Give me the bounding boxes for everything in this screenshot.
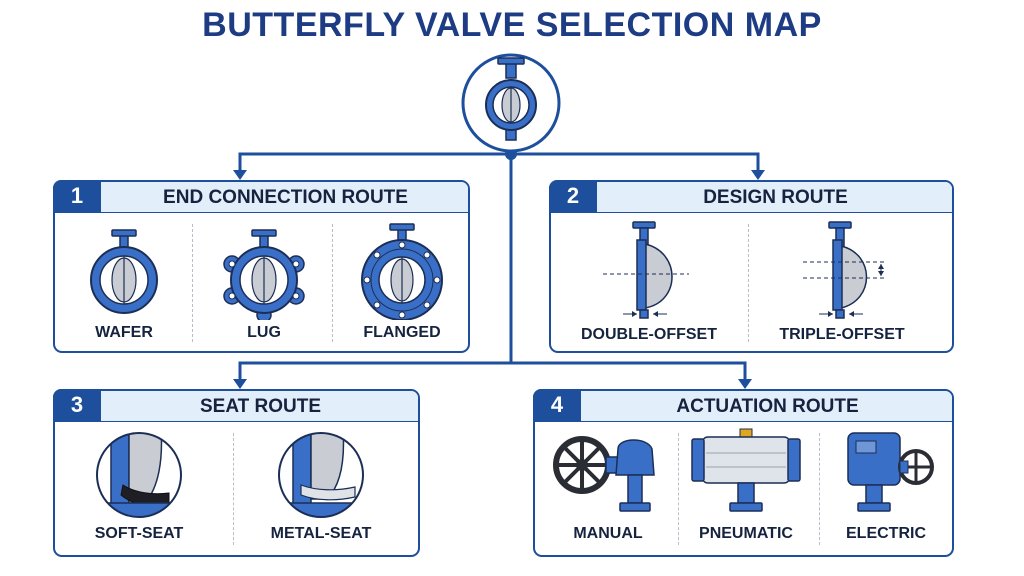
option-divider (192, 224, 193, 342)
option-label: TRIPLE-OFFSET (779, 326, 905, 343)
route-number: 2 (549, 180, 597, 212)
double-offset-disc-icon (603, 221, 689, 319)
root-valve-emblem (460, 52, 562, 154)
option-metal-seat[interactable]: METAL-SEAT (256, 429, 386, 543)
route-number: 3 (53, 389, 101, 421)
handwheel-gearbox-icon (553, 436, 655, 512)
option-label: DOUBLE-OFFSET (581, 326, 717, 343)
route-title: END CONNECTION ROUTE (163, 187, 408, 208)
route-panel-design: 2 DESIGN ROUTE DOUBLE-OFFSET (549, 180, 954, 353)
option-triple-offset[interactable]: TRIPLE-OFFSET (777, 218, 907, 344)
option-flanged[interactable]: FLANGED (337, 220, 467, 342)
option-divider (233, 433, 234, 545)
route-header: 3 SEAT ROUTE (53, 389, 418, 422)
pneumatic-actuator-icon (691, 428, 801, 512)
route-panel-seat: 3 SEAT ROUTE SOFT-SEAT (53, 389, 420, 557)
option-divider (678, 433, 679, 545)
option-wafer[interactable]: WAFER (59, 220, 189, 342)
option-pneumatic[interactable]: PNEUMATIC (681, 427, 811, 543)
option-label: FLANGED (363, 324, 441, 341)
lug-valve-icon (223, 229, 305, 320)
option-manual[interactable]: MANUAL (543, 427, 673, 543)
route-panel-actuation: 4 ACTUATION ROUTE MANUAL (533, 389, 954, 557)
option-label: PNEUMATIC (699, 525, 793, 542)
triple-offset-disc-icon (803, 221, 885, 319)
option-label: WAFER (95, 324, 153, 341)
option-label: ELECTRIC (846, 525, 926, 542)
route-title: ACTUATION ROUTE (676, 396, 859, 417)
option-soft-seat[interactable]: SOFT-SEAT (74, 429, 204, 543)
option-divider (819, 433, 820, 545)
option-lug[interactable]: LUG (199, 220, 329, 342)
butterfly-valve-icon (461, 53, 561, 153)
option-label: SOFT-SEAT (94, 525, 184, 542)
route-title: SEAT ROUTE (199, 396, 322, 417)
electric-actuator-icon (847, 432, 934, 512)
route-title: DESIGN ROUTE (703, 187, 848, 208)
soft-seat-detail-icon (96, 432, 182, 518)
route-number: 1 (53, 180, 101, 212)
option-label: LUG (247, 324, 281, 341)
route-panel-end-connection: 1 END CONNECTION ROUTE WAFER (53, 180, 470, 353)
route-number: 4 (533, 389, 581, 421)
page-title: BUTTERFLY VALVE SELECTION MAP (202, 6, 822, 44)
option-divider (748, 224, 749, 342)
route-header: 1 END CONNECTION ROUTE (53, 180, 468, 213)
option-label: METAL-SEAT (270, 525, 372, 542)
option-divider (332, 224, 333, 342)
wafer-valve-icon (90, 229, 158, 314)
option-double-offset[interactable]: DOUBLE-OFFSET (581, 218, 717, 344)
route-header: 2 DESIGN ROUTE (549, 180, 952, 213)
option-electric[interactable]: ELECTRIC (821, 427, 951, 543)
option-label: MANUAL (573, 525, 643, 542)
route-header: 4 ACTUATION ROUTE (533, 389, 952, 422)
flanged-valve-icon (361, 223, 443, 320)
metal-seat-detail-icon (278, 432, 364, 518)
